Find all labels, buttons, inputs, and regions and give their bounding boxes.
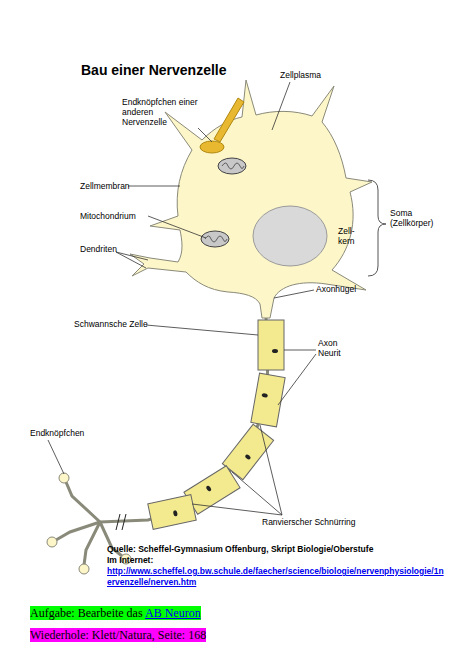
part-label: Zellplasma: [280, 70, 321, 80]
part-label: Axonhügel: [316, 284, 356, 294]
axon-part: [258, 320, 284, 370]
axon-part: [100, 318, 268, 522]
link-text: AB Neuron: [145, 606, 201, 620]
part-label: Soma (Zellkörper): [390, 208, 450, 228]
axon-terminal-part: [79, 564, 89, 574]
soma: [130, 80, 372, 318]
source-note: Im Internet:: [107, 555, 153, 566]
leader-line: [48, 82, 316, 515]
mitochondrion-part: [201, 231, 229, 247]
axon-part-part: [251, 373, 285, 427]
leader-line-part: [192, 504, 282, 515]
axon-part-part: [173, 510, 178, 517]
axon: [100, 318, 285, 530]
part-label: Axon Neurit: [318, 338, 348, 358]
part-label: Zellmembran: [80, 181, 130, 191]
axon-terminal-part: [47, 537, 57, 547]
axon-part-part: [244, 454, 251, 461]
diagram-title: Bau einer Nervenzelle: [81, 62, 227, 78]
presynaptic-terminal-part: [214, 98, 244, 142]
part-label: Endknöpfchen: [30, 428, 84, 438]
leader-line-part: [116, 252, 148, 260]
mitochondrion: [201, 158, 246, 247]
mitochondrion-part: [218, 158, 246, 174]
mitochondrion-part: [222, 163, 244, 169]
axon-part-part: [148, 495, 196, 530]
axon-terminal-part: [84, 522, 100, 565]
axon-part-part: [261, 393, 268, 398]
part-label: Zell- kern: [338, 226, 362, 246]
axon-part: [251, 373, 285, 427]
part-label: Mitochondrium: [80, 211, 136, 221]
axon-part: [148, 495, 196, 530]
part-label: Dendriten: [80, 244, 117, 254]
presynaptic-terminal-part: [200, 141, 224, 153]
leader-line-part: [284, 350, 316, 351]
note-text: Aufgabe: Bearbeite das: [30, 606, 143, 620]
axon-part: [116, 514, 120, 530]
source-note: Quelle: Scheffel-Gymnasium Offenburg, Sk…: [107, 544, 467, 555]
leader-line-part: [260, 425, 282, 515]
leader-line-part: [272, 82, 290, 130]
leader-line-part: [278, 354, 316, 405]
axon-terminal-part: [59, 473, 69, 483]
axon-terminal-part: [66, 482, 100, 522]
note-text: Wiederhole: Klett/Natura, Seite: 168: [30, 628, 206, 642]
nucleus: [253, 206, 327, 266]
soma-bracket: [368, 180, 386, 276]
mitochondrion-part: [205, 236, 227, 242]
axon-part-part: [205, 485, 212, 492]
leader-line-part: [48, 440, 64, 474]
presynaptic-terminal: [200, 98, 244, 153]
leader-line-part: [198, 128, 212, 142]
leader-line-part: [274, 290, 314, 298]
leader-line-part: [232, 472, 282, 515]
part-label: Ranvierscher Schnürring: [262, 517, 356, 527]
highlight-band: Aufgabe: Bearbeite das AB Neuron: [30, 606, 201, 620]
part-label: Schwannsche Zelle: [74, 319, 148, 329]
highlight-band: Wiederhole: Klett/Natura, Seite: 168: [30, 628, 206, 642]
axon-part-part: [272, 349, 278, 353]
axon-part-part: [258, 320, 284, 370]
part-label: Endknöpfchen einer anderen Nervenzelle: [122, 97, 200, 127]
source-url: http://www.scheffel.og.bw.schule.de/faec…: [107, 566, 447, 588]
axon-part: [122, 514, 126, 530]
leader-line-part: [116, 252, 146, 268]
leader-line-part: [148, 216, 206, 238]
leader-line-part: [128, 186, 180, 187]
leader-line-part: [146, 325, 258, 335]
